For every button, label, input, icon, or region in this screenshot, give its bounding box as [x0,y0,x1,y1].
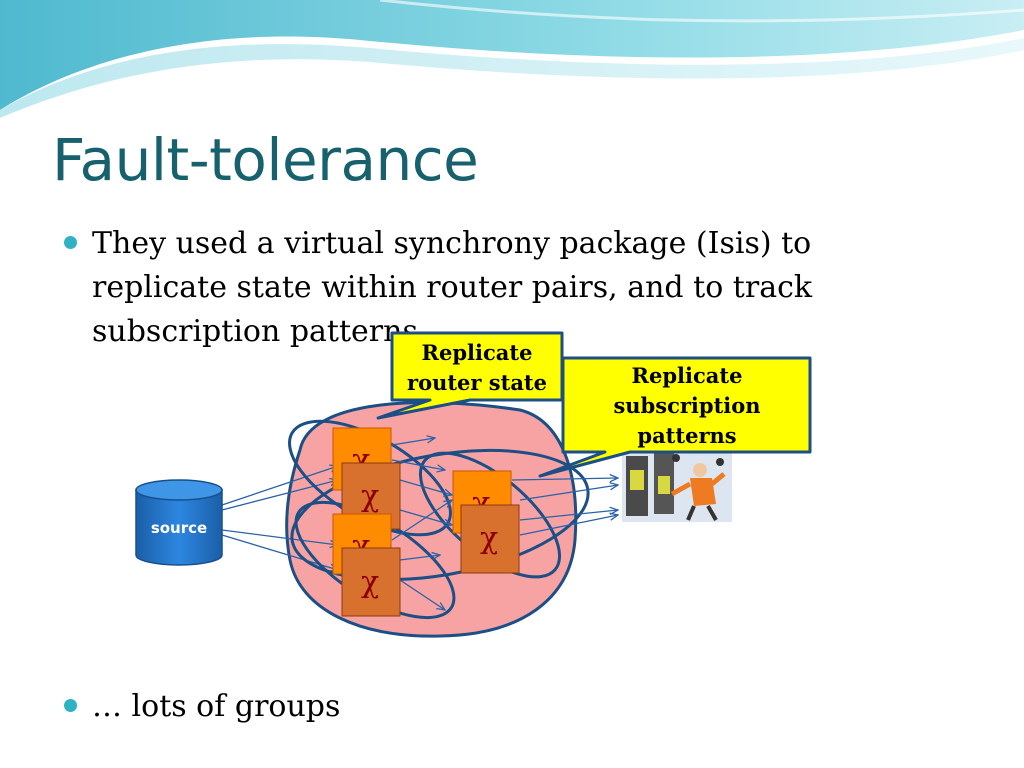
bullet-item: … lots of groups [64,685,872,729]
router-chi-label: χ [361,565,379,600]
bullet-dot-icon [64,236,77,249]
callout-replicate-subscription-patterns: Replicate subscription patterns [538,356,812,478]
header-wave [0,0,1024,118]
slide-title: Fault-tolerance [52,126,479,194]
internal-arrows [391,438,452,610]
subscriber-people-icon [622,440,732,522]
bullet-text: … lots of groups [92,689,341,724]
bullet-item: They used a virtual synchrony package (I… [64,222,872,354]
bullet-text: They used a virtual synchrony package (I… [92,226,813,349]
callout-line: subscription [613,393,760,418]
callout-replicate-router-state: Replicate router state [376,331,564,420]
source-label: source [151,519,207,537]
router-pair-right: χ χ [452,470,520,574]
callout-line: Replicate [422,340,533,365]
callout-line: patterns [637,423,736,448]
subscriber-arrows [511,478,618,536]
callout-line: router state [407,370,547,395]
router-chi-label: χ [361,479,379,514]
bullet-dot-icon [64,699,77,712]
database-cylinder-icon: source [135,479,223,566]
router-pair-bottom-left: χ χ [332,513,401,617]
router-chi-label: χ [480,521,498,556]
callout-line: Replicate [632,363,743,388]
